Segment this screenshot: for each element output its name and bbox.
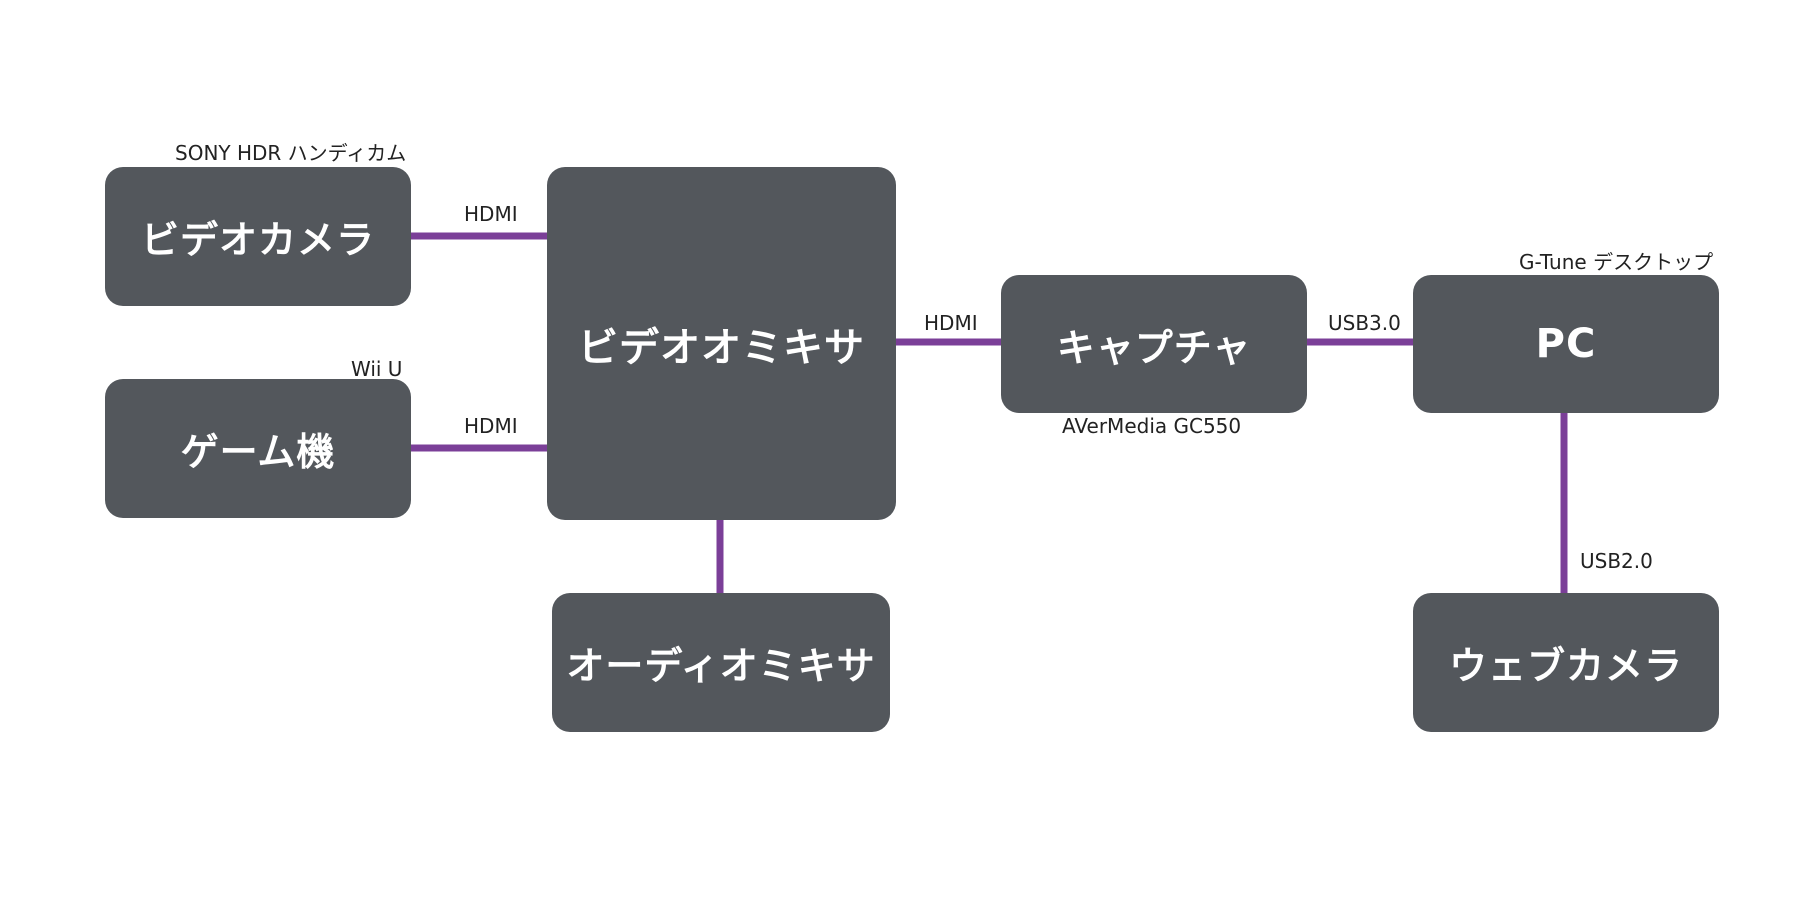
edge-label-game-to-mixer: HDMI bbox=[464, 414, 518, 438]
edge-label-camera-to-mixer: HDMI bbox=[464, 202, 518, 226]
caption-pc: G-Tune デスクトップ bbox=[1519, 250, 1714, 274]
edge-label-capture-to-pc: USB3.0 bbox=[1328, 311, 1401, 335]
node-pc: PC bbox=[1413, 275, 1719, 413]
node-capture: キャプチャ bbox=[1001, 275, 1307, 413]
caption-video-camera: SONY HDR ハンディカム bbox=[175, 141, 407, 165]
node-audio-mixer: オーディオミキサ bbox=[552, 593, 890, 732]
node-video-mixer: ビデオオミキサ bbox=[547, 167, 896, 520]
node-webcam: ウェブカメラ bbox=[1413, 593, 1719, 732]
caption-capture: AVerMedia GC550 bbox=[1062, 414, 1242, 438]
caption-game-console: Wii U bbox=[351, 357, 403, 381]
node-game-console: ゲーム機 bbox=[105, 379, 411, 518]
edge-label-pc-to-webcam: USB2.0 bbox=[1580, 549, 1653, 573]
node-video-camera: ビデオカメラ bbox=[105, 167, 411, 306]
edge-label-mixer-to-capture: HDMI bbox=[924, 311, 978, 335]
